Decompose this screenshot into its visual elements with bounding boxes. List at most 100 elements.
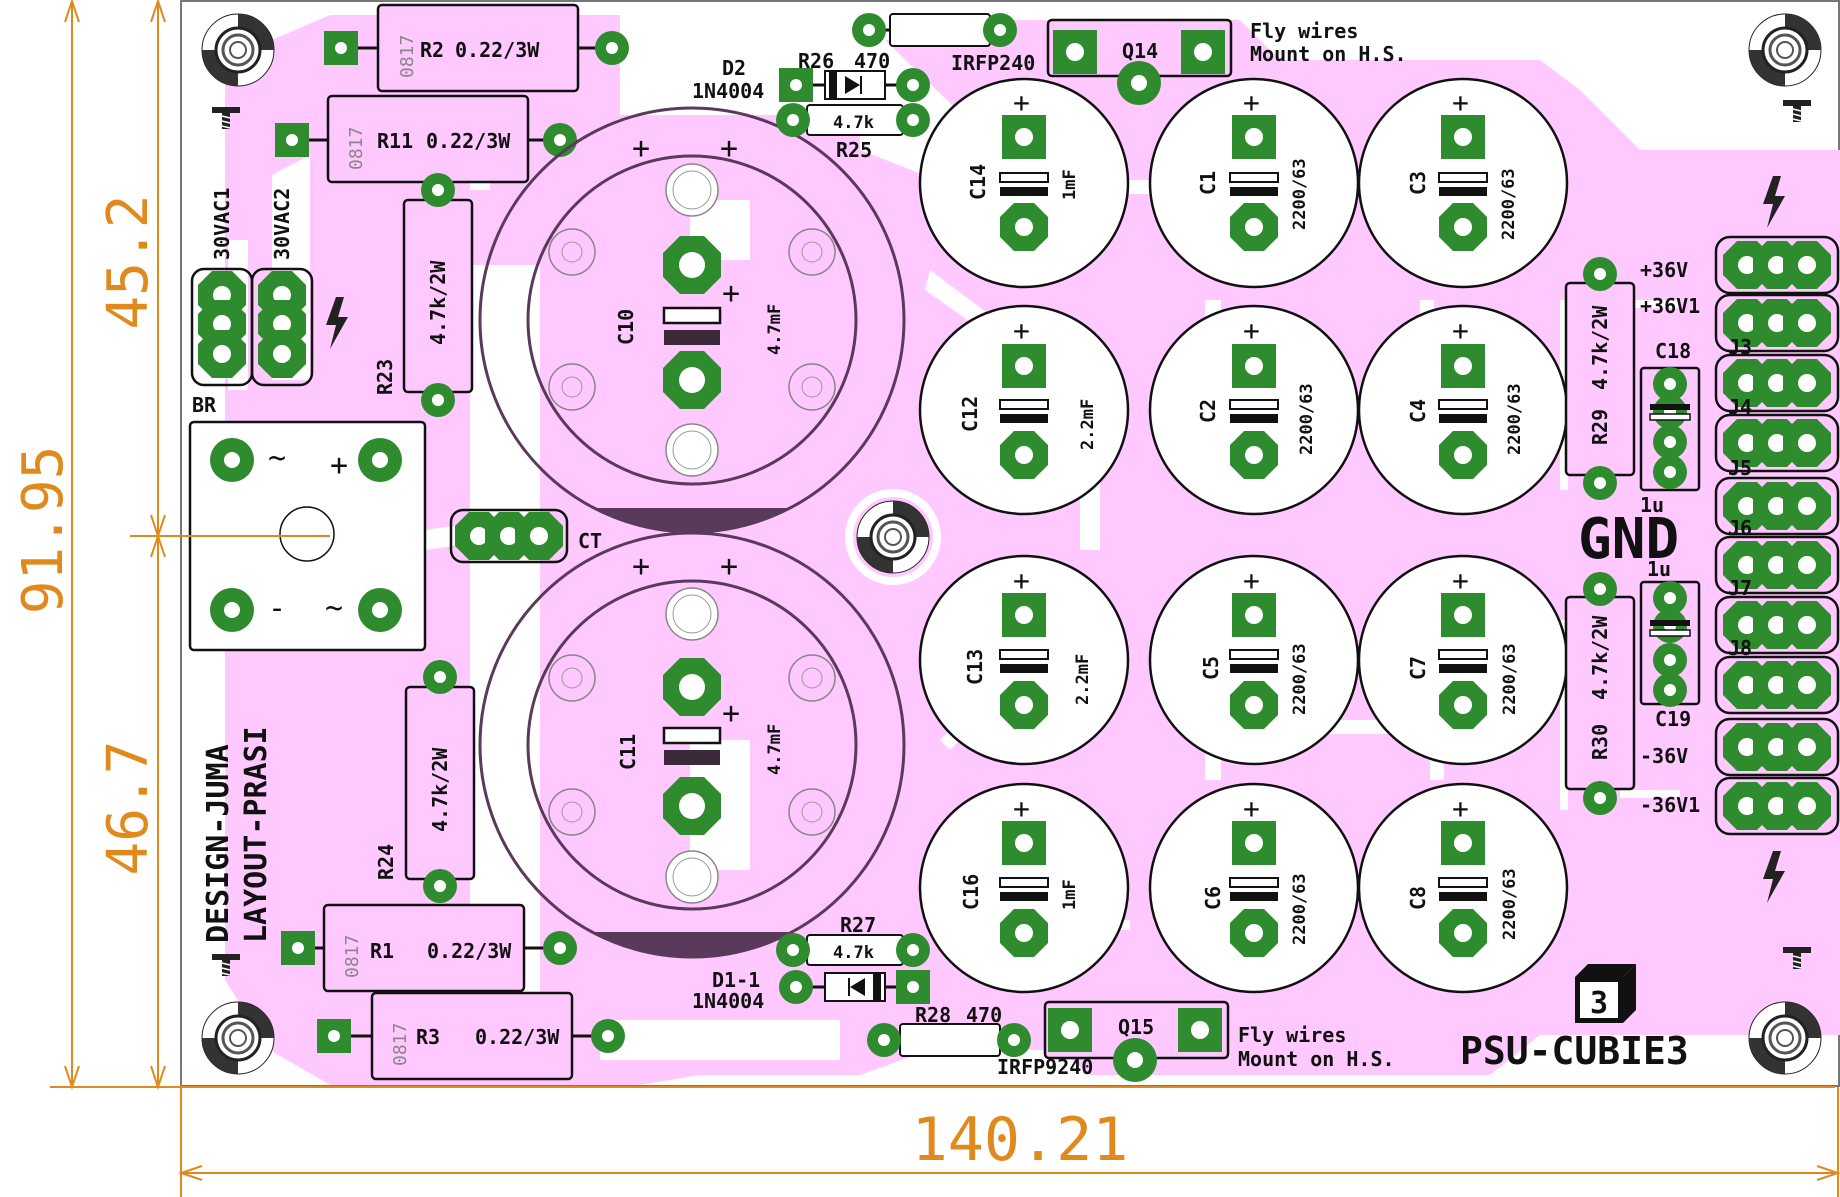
label-n36-1: -36V1 (1640, 793, 1700, 817)
d1-label: D1-1 (712, 968, 760, 992)
r2-label: R2 (420, 38, 444, 62)
resistor-r24: 4.7k/2W R24 (374, 660, 476, 903)
c18-label: C18 (1655, 339, 1691, 363)
r25-label: R25 (836, 138, 872, 162)
mounting-hole-top-left (200, 12, 276, 88)
gnd-label: GND (1578, 507, 1679, 572)
c11-plus-2: + (720, 549, 738, 584)
c8-plus: + (1452, 792, 1469, 825)
output-headers: +36V +36V1 J3 J4 J5 J6 J7 J8 -36V -36V1 (1640, 235, 1840, 836)
r3-label: R3 (416, 1025, 440, 1049)
br-tilde-bottom: ~ (325, 591, 343, 626)
mounting-hole-center (855, 499, 931, 575)
q15-note-mount: Mount on H.S. (1238, 1047, 1395, 1071)
c3-plus: + (1452, 86, 1469, 119)
c1-label: C1 (1196, 171, 1220, 195)
q14-note-mount: Mount on H.S. (1250, 42, 1407, 66)
capacitor-c19: 1u C19 (1639, 557, 1701, 731)
capacitor-c1: + C1 2200/63 (1148, 77, 1360, 289)
c5-value: 2200/63 (1290, 643, 1310, 715)
credit-design: DESIGN-JUMA (201, 744, 236, 943)
mounting-hole-bottom-right (1747, 1000, 1823, 1076)
c11-value: 4.7mF (765, 724, 785, 775)
resistor-r27: 4.7k R27 (776, 913, 930, 967)
transistor-q15: Q15 IRFP9240 Fly wires Mount on H.S. (997, 1000, 1395, 1082)
d2-label: D2 (722, 56, 746, 80)
c3-label: C3 (1406, 171, 1430, 195)
cube-logo: 3 (1575, 964, 1636, 1023)
r27-label: R27 (840, 913, 876, 937)
r1-body-code: 0817 (342, 935, 363, 978)
r1-value: 0.22/3W (427, 939, 512, 963)
c12-value: 2.2mF (1078, 399, 1098, 450)
diode-d2: D2 1N4004 (692, 56, 930, 103)
q14-value: IRFP240 (951, 51, 1035, 75)
d2-value: 1N4004 (692, 79, 764, 103)
r2-value: 0.22/3W (455, 38, 540, 62)
r11-value: 0.22/3W (426, 129, 511, 153)
q14-note-fly: Fly wires (1250, 19, 1358, 43)
r3-value: 0.22/3W (475, 1025, 560, 1049)
dimension-lines (50, 0, 1840, 1197)
c10-value: 4.7mF (765, 304, 785, 355)
c7-label: C7 (1406, 656, 1430, 680)
c14-label: C14 (966, 164, 990, 200)
c11-plus: + (632, 549, 650, 584)
connector-ct: CT (449, 508, 602, 564)
resistor-r25: 4.7k R25 (776, 103, 930, 162)
c14-value: 1mF (1060, 169, 1080, 200)
c12-plus: + (1013, 314, 1030, 347)
header-j3 (1714, 353, 1840, 413)
mounting-hole-top-right (1747, 12, 1823, 88)
transistor-q14: Q14 IRFP240 Fly wires Mount on H.S. (951, 18, 1407, 105)
c18-value: 1u (1640, 493, 1664, 517)
c5-label: C5 (1199, 656, 1223, 680)
c11-label: C11 (616, 734, 640, 770)
capacitor-c7: + C7 2200/63 (1357, 554, 1569, 766)
header-j7 (1714, 595, 1840, 655)
capacitor-c2: + C2 2200/63 (1148, 304, 1360, 516)
resistor-r29: 4.7k/2W R29 (1564, 257, 1636, 500)
capacitor-c6: + C6 2200/63 (1148, 782, 1360, 994)
capacitor-c3: + C3 2200/63 (1357, 77, 1569, 289)
capacitor-c11: + + + C11 4.7mF (478, 531, 906, 959)
c2-label: C2 (1196, 399, 1220, 423)
r24-label: R24 (374, 844, 398, 880)
c5-plus: + (1243, 564, 1260, 597)
dimension-upper: 45.2 (96, 195, 161, 330)
r24-value: 4.7k/2W (428, 747, 452, 832)
capacitor-c14: + C14 1mF (918, 77, 1130, 289)
c19-value: 1u (1647, 557, 1671, 581)
r23-value: 4.7k/2W (426, 260, 450, 345)
c16-plus: + (1013, 792, 1030, 825)
label-j3: J3 (1728, 335, 1752, 359)
c6-plus: + (1243, 792, 1260, 825)
resistor-r3: 0817 R3 0.22/3W (317, 991, 625, 1081)
capacitor-c5: + C5 2200/63 (1148, 554, 1360, 766)
resistor-r26: R26 470 (798, 13, 1017, 73)
label-p36-1: +36V1 (1640, 294, 1700, 318)
label-n36: -36V (1640, 744, 1688, 768)
c10-plus: + (632, 131, 650, 166)
c1-value: 2200/63 (1290, 158, 1310, 230)
c19-label: C19 (1655, 707, 1691, 731)
c10-label: C10 (614, 309, 638, 345)
r30-label: R30 (1588, 724, 1612, 760)
header-j4 (1714, 413, 1840, 473)
capacitor-c13: + C13 2.2mF (918, 554, 1130, 766)
r26-value: 470 (854, 49, 890, 73)
r25-value: 4.7k (833, 113, 874, 133)
r30-value: 4.7k/2W (1588, 615, 1612, 700)
r28-value: 470 (966, 1003, 1002, 1027)
c4-plus: + (1452, 314, 1469, 347)
label-j7: J7 (1728, 576, 1752, 600)
board-title: PSU-CUBIE3 (1460, 1029, 1689, 1073)
c1-plus: + (1243, 86, 1260, 119)
header-j5 (1714, 476, 1840, 536)
r3-body-code: 0817 (390, 1023, 411, 1066)
connector-30vac1: 30VAC1 (190, 188, 254, 387)
c8-value: 2200/63 (1500, 868, 1520, 940)
capacitor-c8: + C8 2200/63 (1357, 782, 1569, 994)
q15-value: IRFP9240 (997, 1055, 1093, 1079)
capacitor-c4: + C4 2200/63 (1357, 304, 1569, 516)
